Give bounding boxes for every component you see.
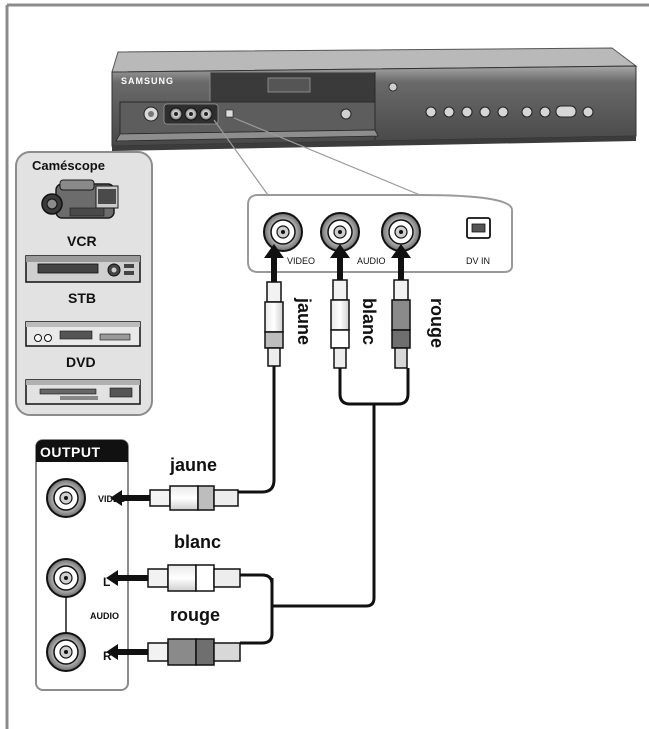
stb-icon <box>25 321 141 347</box>
dv-in-port-icon <box>466 217 491 239</box>
red-plug-output-side <box>106 638 241 666</box>
output-left-mark: L <box>103 575 110 589</box>
vcr-label: VCR <box>67 233 97 249</box>
control-buttons <box>425 105 594 118</box>
camcorder-label: Caméscope <box>32 158 105 173</box>
panel-video-label: VIDEO <box>287 256 315 266</box>
cable-label-yellow-vertical: jaune <box>294 297 314 345</box>
dvd-player-icon <box>25 379 141 405</box>
page-frame <box>5 3 649 729</box>
white-plug-output-side <box>106 564 241 592</box>
video-in-jack <box>263 212 303 252</box>
output-audio-left-jack <box>46 558 86 598</box>
red-plug-device-side <box>391 244 411 369</box>
brand-logo: SAMSUNG <box>121 76 174 86</box>
output-video-jack <box>46 478 86 518</box>
output-audio-right-jack <box>46 632 86 672</box>
cable-wires <box>238 366 410 645</box>
output-right-mark: R <box>103 649 112 663</box>
recorder-device: SAMSUNG <box>111 47 638 151</box>
source-devices-panel: Caméscope VCR STB <box>15 151 153 416</box>
output-title: OUTPUT <box>40 444 101 460</box>
zoom-callout-lines <box>213 117 421 196</box>
panel-dv-label: DV IN <box>466 256 490 266</box>
device-input-panel: VIDEO AUDIO DV IN <box>247 194 513 273</box>
cable-label-red-horizontal: rouge <box>170 605 220 625</box>
cable-label-yellow-horizontal: jaune <box>169 455 217 475</box>
cable-label-red-vertical: rouge <box>427 298 447 348</box>
camcorder-icon <box>41 179 119 219</box>
panel-audio-label: AUDIO <box>357 256 386 266</box>
cable-label-white-vertical: blanc <box>359 298 379 345</box>
dvd-label: DVD <box>66 354 96 370</box>
vcr-icon <box>25 255 141 283</box>
front-jacks <box>163 103 234 125</box>
yellow-plug-device-side <box>264 244 284 367</box>
yellow-plug-output-side <box>110 485 239 511</box>
white-plug-device-side <box>330 244 350 369</box>
output-panel: OUTPUT VIDEO L AUDIO R <box>35 439 129 691</box>
output-audio-label: AUDIO <box>90 611 119 621</box>
stb-label: STB <box>68 290 96 306</box>
front-flap <box>119 101 376 135</box>
cable-label-white-horizontal: blanc <box>174 532 221 552</box>
audio-in-left-jack <box>320 212 360 252</box>
